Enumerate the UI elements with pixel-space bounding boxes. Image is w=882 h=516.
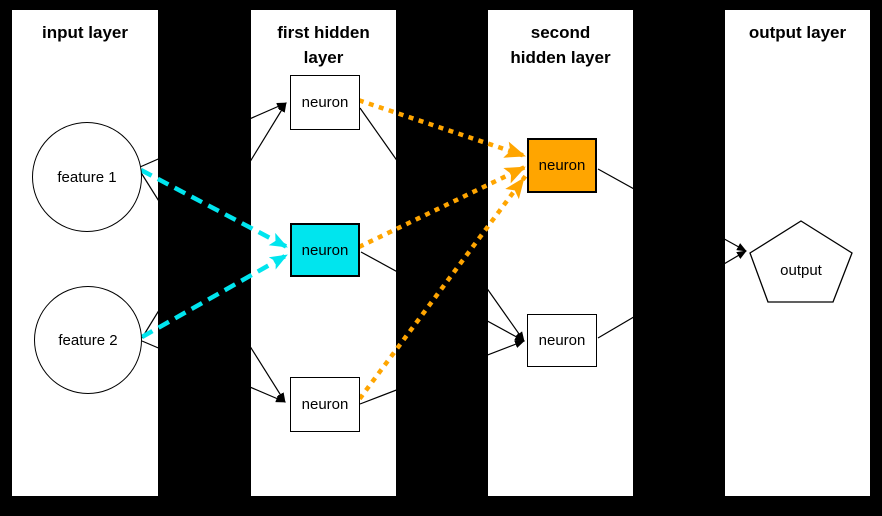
panel-title-input-layer: input layer — [12, 20, 158, 45]
node-hidden2-top-neuron-highlighted-orange: neuron — [527, 138, 597, 193]
title-line: second — [530, 23, 591, 42]
panel-output-layer: output layer — [725, 10, 870, 496]
node-label: neuron — [538, 332, 586, 349]
title-line: layer — [303, 48, 344, 67]
node-output-label: output — [780, 262, 822, 279]
node-label: neuron — [301, 396, 349, 413]
title-line: hidden layer — [510, 48, 611, 67]
node-hidden2-bottom-neuron: neuron — [527, 314, 597, 367]
title-line: input layer — [42, 23, 128, 42]
node-hidden1-bottom-neuron: neuron — [290, 377, 360, 432]
panel-title-first-hidden-layer: first hidden layer — [251, 20, 396, 70]
node-label: feature 2 — [58, 331, 118, 349]
node-label: neuron — [301, 241, 349, 259]
panel-input-layer: input layer — [12, 10, 158, 496]
node-hidden1-middle-neuron-highlighted-cyan: neuron — [290, 223, 360, 277]
panel-title-second-hidden-layer: second hidden layer — [488, 20, 633, 70]
node-label: feature 1 — [57, 168, 117, 186]
node-hidden1-top-neuron: neuron — [290, 75, 360, 130]
title-line: first hidden — [277, 23, 370, 42]
node-feature-1: feature 1 — [32, 122, 142, 232]
node-label: neuron — [538, 157, 586, 174]
node-label: neuron — [301, 94, 349, 111]
title-line: output layer — [748, 23, 847, 42]
node-feature-2: feature 2 — [34, 286, 142, 394]
panel-second-hidden-layer: second hidden layer — [488, 10, 633, 496]
panel-title-output-layer: output layer — [725, 20, 870, 45]
